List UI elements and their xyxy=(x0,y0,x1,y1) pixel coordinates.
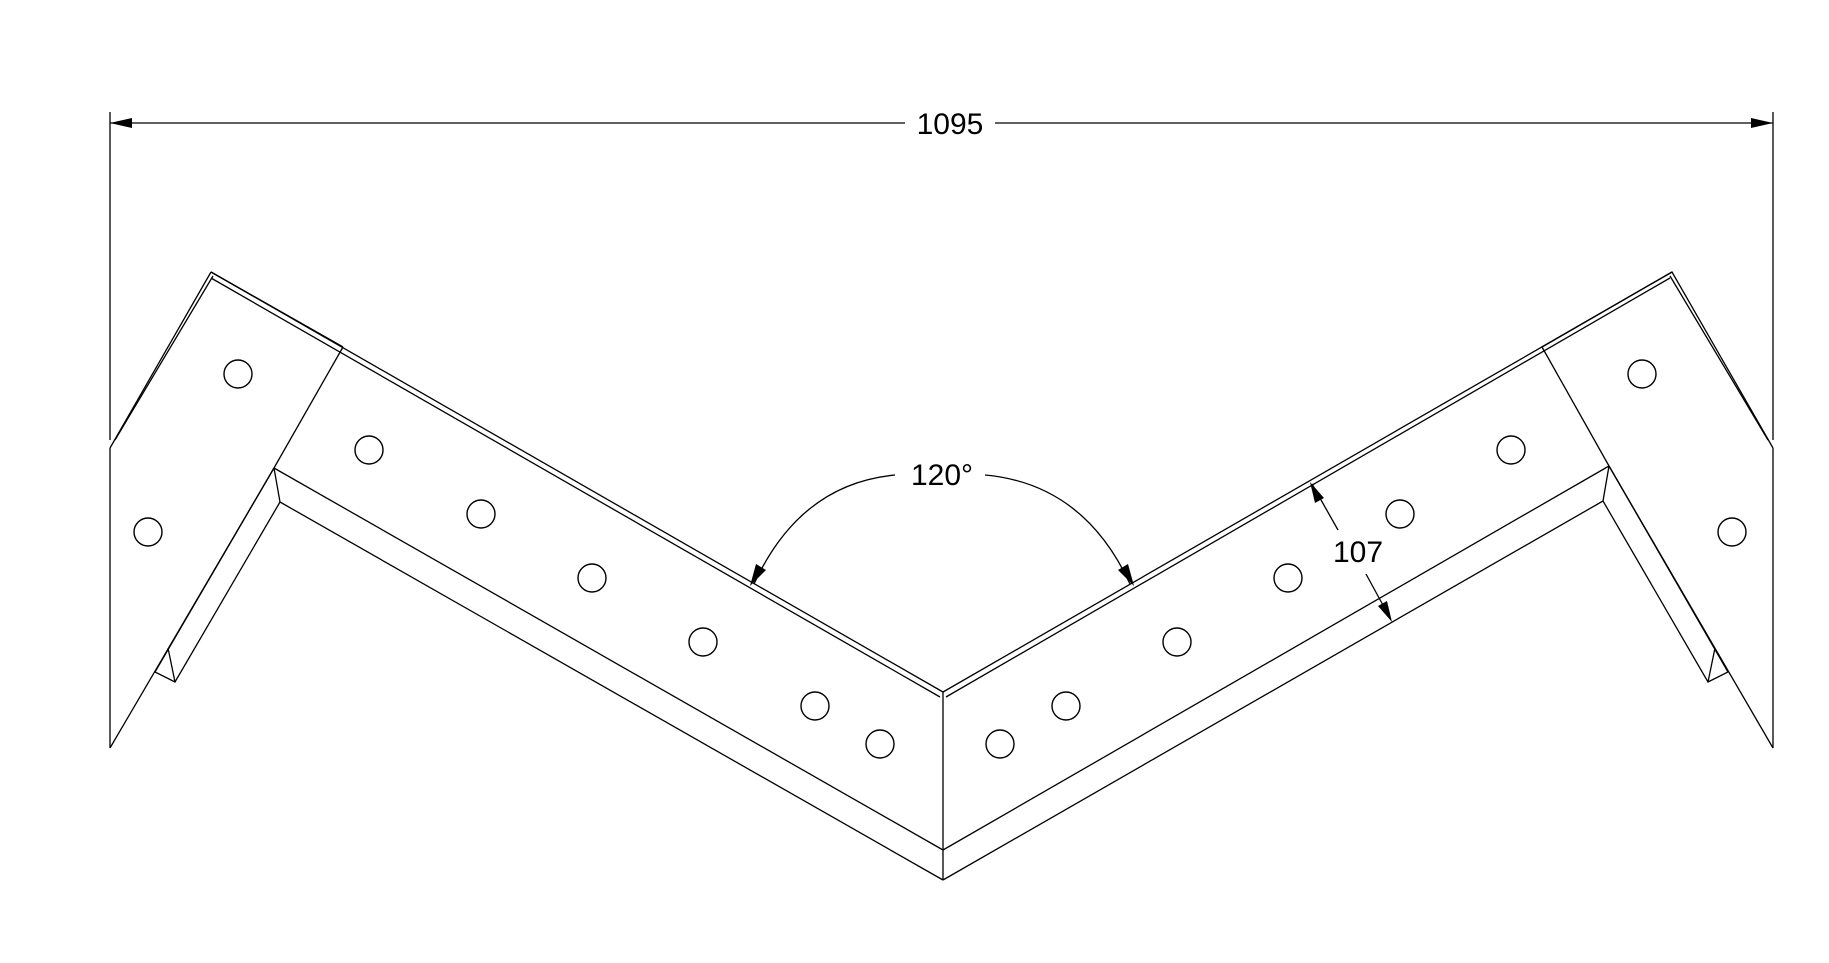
hole xyxy=(985,729,1015,759)
right-end-lip xyxy=(1602,465,1729,683)
flange-width-label: 107 xyxy=(1333,536,1383,569)
angle-arrowhead-left xyxy=(750,564,766,586)
hole xyxy=(1162,627,1192,657)
right-end-seam xyxy=(1541,346,1610,467)
flange-width-dimension: 107 xyxy=(1310,482,1392,622)
hole xyxy=(800,691,830,721)
hole xyxy=(688,627,718,657)
bend-angle-label: 120° xyxy=(911,459,973,492)
arrowhead-left xyxy=(110,118,132,128)
hole xyxy=(466,499,496,529)
flange-arrowhead-lower xyxy=(1378,601,1392,622)
hole xyxy=(1717,517,1747,547)
left-end-lip-edge xyxy=(167,647,176,683)
left-end-lip xyxy=(154,467,281,683)
workpiece-outline xyxy=(109,271,1774,881)
left-end-top-edge-inner xyxy=(114,275,214,441)
hole xyxy=(1627,359,1657,389)
left-section-face-bottom xyxy=(273,467,944,851)
left-section-top-edge xyxy=(210,271,944,693)
hole xyxy=(1496,435,1526,465)
flange-arrowhead-upper xyxy=(1310,482,1324,503)
overall-width-dimension: 1095 xyxy=(109,108,1774,440)
overall-width-label: 1095 xyxy=(917,108,984,141)
hole xyxy=(865,729,895,759)
right-end-top-edge-inner xyxy=(1669,275,1769,441)
mounting-holes xyxy=(133,359,1747,759)
right-section-flange-bottom xyxy=(942,500,1604,881)
left-end-top-edge xyxy=(109,271,212,449)
left-section-flange-bottom xyxy=(279,501,944,881)
hole xyxy=(1273,563,1303,593)
left-end-seam xyxy=(273,346,344,469)
arrowhead-right xyxy=(1751,118,1773,128)
right-end-lip-edge xyxy=(1707,647,1716,683)
right-end-corner xyxy=(1541,271,1774,449)
bend-angle-dimension: 120° xyxy=(750,459,1134,586)
hole xyxy=(1385,499,1415,529)
right-section-face-bottom xyxy=(942,465,1610,851)
right-section-top-edge-inner xyxy=(945,277,1671,698)
angle-arc-left xyxy=(753,474,896,585)
left-section-top-edge-inner xyxy=(210,277,941,698)
hole xyxy=(577,563,607,593)
angle-arc-right xyxy=(984,474,1131,585)
hole xyxy=(354,435,384,465)
hole xyxy=(223,359,253,389)
angle-arrowhead-right xyxy=(1118,564,1134,586)
hole xyxy=(1051,691,1081,721)
hole xyxy=(133,517,163,547)
